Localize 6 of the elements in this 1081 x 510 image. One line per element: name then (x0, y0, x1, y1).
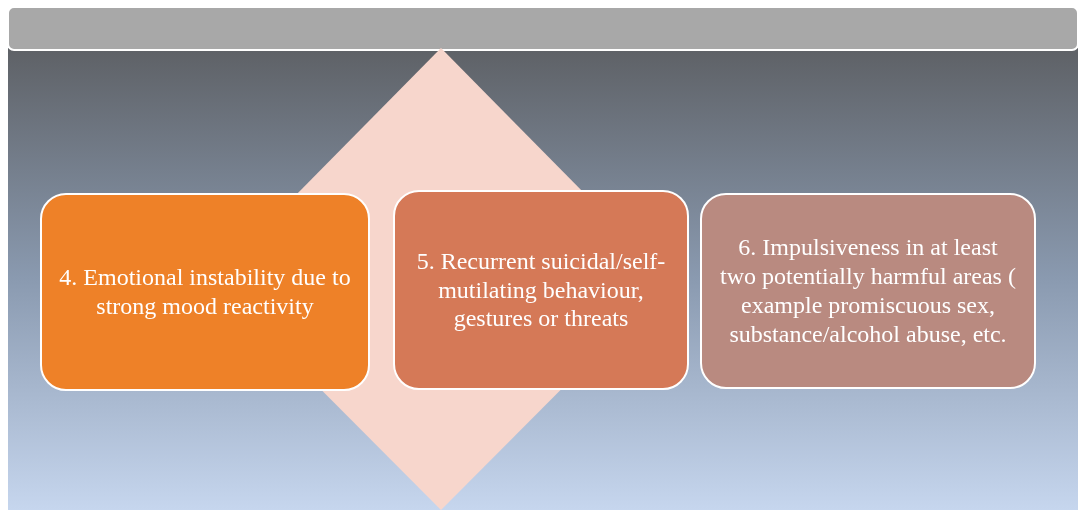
rounded-box (700, 193, 1036, 389)
rounded-box (40, 193, 370, 391)
box-text: 4. Emotional instability due to strong mood reactivity (58, 263, 352, 321)
box-text: 6. Impulsiveness in at least two potentially harmful areas ( example promiscuous sex, substance/alcohol abuse, etc. (719, 233, 1017, 349)
rounded-box (393, 190, 689, 390)
box-text: 5. Recurrent suicidal/self-mutilating behaviour, gestures or threats (415, 246, 667, 334)
